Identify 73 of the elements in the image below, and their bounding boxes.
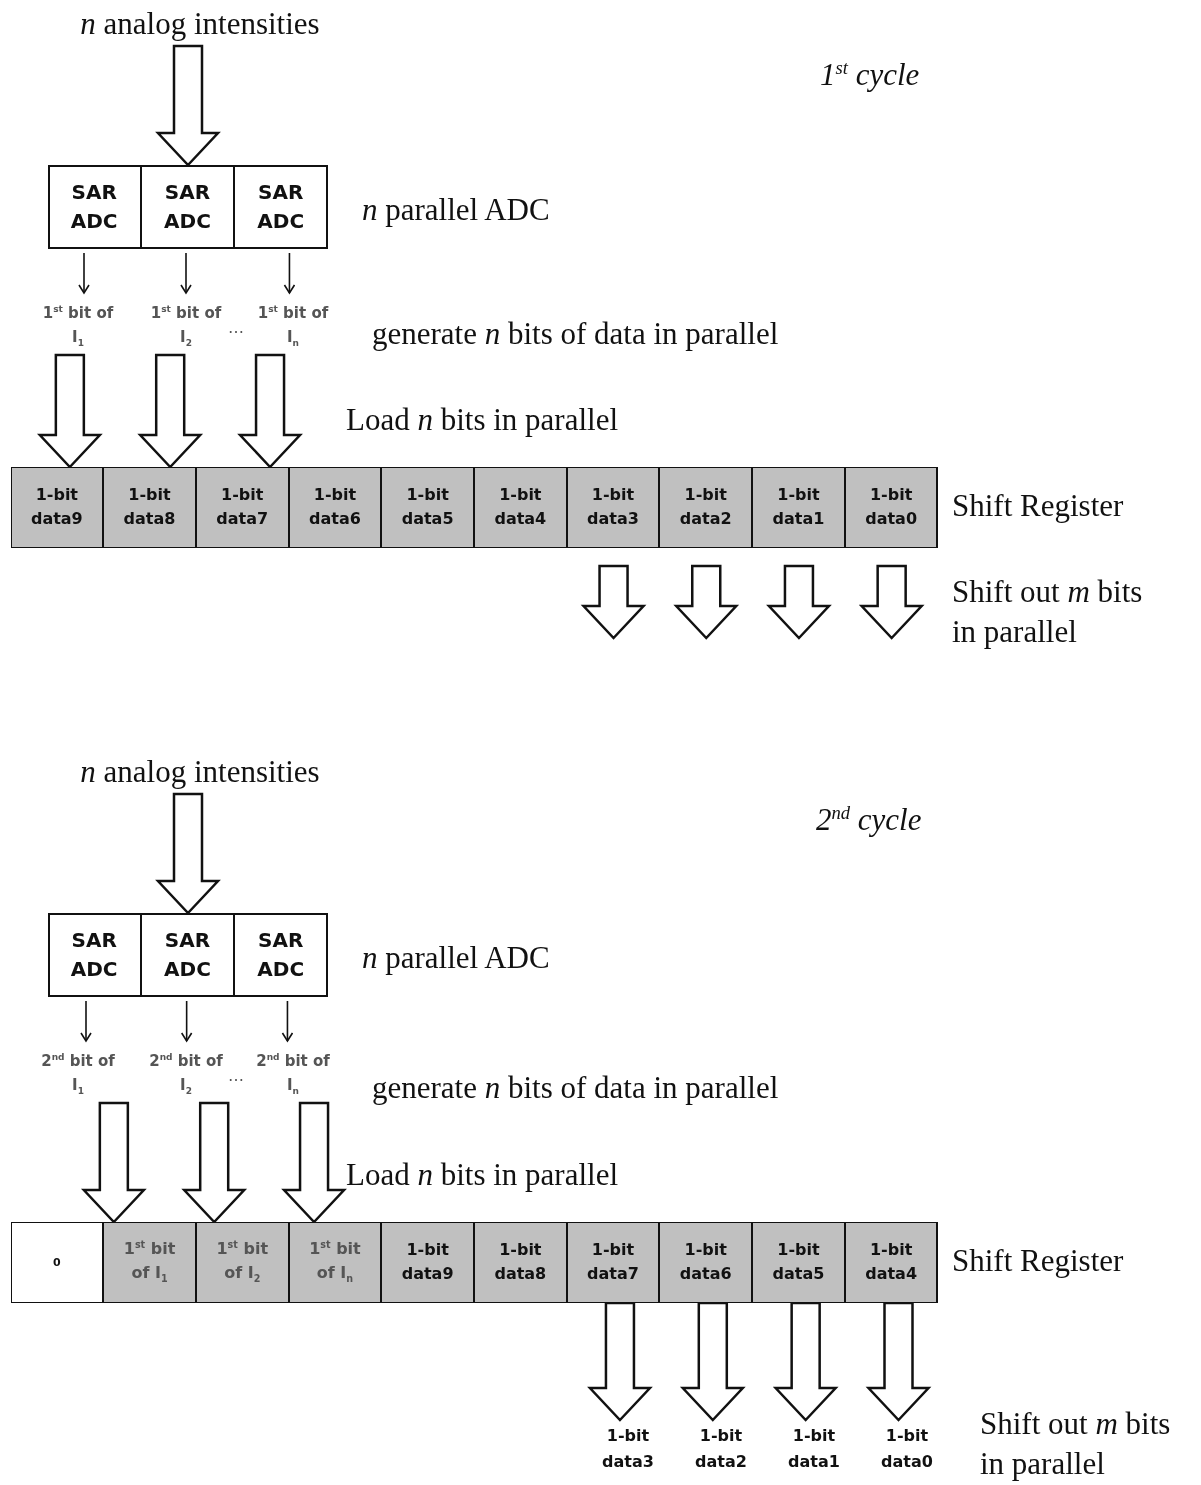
arrow bbox=[281, 1000, 294, 1042]
block-arrow bbox=[858, 564, 925, 640]
register-cell: 1-bit data8 bbox=[103, 466, 196, 548]
register-cell: 1-bit data0 bbox=[844, 466, 938, 548]
caption-text: n parallel ADC bbox=[362, 939, 551, 977]
output-bit-label: 1-bit data3 bbox=[580, 1420, 676, 1478]
register-cell: 1$^{st}$ bit of I$_{1}$ bbox=[103, 1221, 196, 1303]
block-arrow bbox=[587, 1301, 653, 1422]
caption-text: Shift out m bits in parallel bbox=[952, 573, 1144, 652]
register-cell: 1-bit data4 bbox=[844, 1221, 938, 1303]
shift-register bbox=[11, 1222, 938, 1303]
input-caption: n analog intensities bbox=[40, 2, 360, 46]
block-arrow bbox=[155, 792, 221, 915]
arrow bbox=[80, 1000, 92, 1042]
block-arrow bbox=[36, 353, 103, 469]
bit-label: 1$^{st}$ bit of I$_{n}$ bbox=[251, 297, 335, 355]
block-arrow bbox=[772, 1301, 839, 1422]
register-cell: 1-bit data2 bbox=[659, 466, 753, 548]
caption-text: Load n bits in parallel bbox=[346, 1156, 620, 1194]
caption-text: Shift Register bbox=[952, 1242, 1125, 1280]
arrow bbox=[78, 252, 90, 294]
block-arrow bbox=[766, 564, 832, 640]
arrow bbox=[283, 252, 296, 294]
register-cell: 1-bit data1 bbox=[752, 466, 845, 548]
bit-label: 1$^{st}$ bit of I$_{1}$ bbox=[36, 297, 120, 355]
output-bit-label: 1-bit data1 bbox=[766, 1420, 862, 1478]
ellipsis: … bbox=[228, 318, 245, 339]
register-cell: 1-bit data5 bbox=[381, 466, 474, 548]
block-arrow bbox=[80, 1101, 147, 1224]
arrow bbox=[180, 1000, 193, 1042]
block-arrow bbox=[137, 353, 204, 469]
register-cell: 1-bit data6 bbox=[659, 1221, 753, 1303]
caption-text: Shift out m bits in parallel bbox=[980, 1405, 1172, 1484]
bit-label: 1$^{st}$ bit of I$_{2}$ bbox=[144, 297, 228, 355]
register-cell: 1-bit data6 bbox=[288, 466, 382, 548]
register-cell: 1-bit data7 bbox=[195, 466, 289, 548]
block-arrow bbox=[281, 1101, 347, 1224]
output-bit-label: 1-bit data2 bbox=[673, 1420, 769, 1478]
bit-label: 2$^{nd}$ bit of I$_{n}$ bbox=[247, 1045, 339, 1103]
block-arrow bbox=[865, 1301, 932, 1422]
block-arrow bbox=[580, 564, 647, 640]
block-arrow bbox=[155, 44, 221, 167]
register-cell: 1-bit data7 bbox=[566, 1221, 660, 1303]
register-cell: 1-bit data9 bbox=[381, 1221, 474, 1303]
adc-box: SAR ADC bbox=[140, 912, 235, 997]
ellipsis: … bbox=[228, 1066, 245, 1087]
block-arrow bbox=[673, 564, 740, 640]
register-cell: 1-bit data9 bbox=[10, 466, 104, 548]
register-cell: 1-bit data4 bbox=[474, 466, 567, 548]
caption-text: n parallel ADC bbox=[362, 191, 551, 229]
block-arrow bbox=[679, 1301, 746, 1422]
register-cell: 0 bbox=[10, 1221, 104, 1303]
block-arrow bbox=[181, 1101, 248, 1224]
caption-text: generate n bits of data in parallel bbox=[372, 315, 780, 353]
register-cell: 1-bit data3 bbox=[566, 466, 660, 548]
caption-text: generate n bits of data in parallel bbox=[372, 1069, 780, 1107]
register-cell: 1$^{st}$ bit of I$_{n}$ bbox=[288, 1221, 382, 1303]
input-caption: n analog intensities bbox=[40, 750, 360, 794]
block-arrow bbox=[237, 353, 303, 469]
register-cell: 1$^{st}$ bit of I$_{2}$ bbox=[195, 1221, 289, 1303]
caption-text: Load n bits in parallel bbox=[346, 401, 620, 439]
shift-register bbox=[11, 467, 938, 548]
arrow bbox=[180, 252, 192, 294]
register-cell: 1-bit data5 bbox=[752, 1221, 845, 1303]
cycle-label: 1$^{st}$ cycle bbox=[820, 55, 921, 94]
adc-box: SAR ADC bbox=[140, 164, 235, 249]
bit-label: 2$^{nd}$ bit of I$_{1}$ bbox=[32, 1045, 124, 1103]
output-bit-label: 1-bit data0 bbox=[859, 1420, 955, 1478]
register-cell: 1-bit data8 bbox=[474, 1221, 567, 1303]
cycle-label: 2$^{nd}$ cycle bbox=[816, 800, 923, 839]
adc-array bbox=[48, 913, 328, 997]
caption-text: Shift Register bbox=[952, 487, 1125, 525]
adc-array bbox=[48, 165, 328, 249]
